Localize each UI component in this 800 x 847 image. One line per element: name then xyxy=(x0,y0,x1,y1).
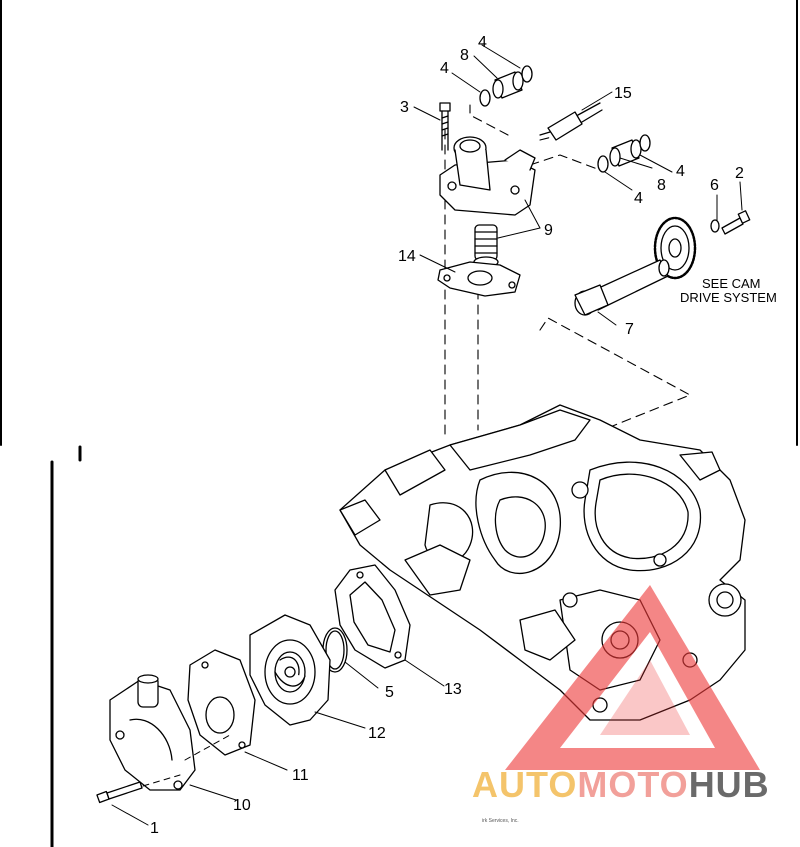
thermostat-gasket xyxy=(437,261,521,297)
note-line-1: SEE CAM xyxy=(702,276,761,291)
callout-2: 2 xyxy=(735,165,744,182)
callout-4-upper: 4 xyxy=(440,60,449,77)
callout-9: 9 xyxy=(544,222,553,239)
callout-14: 14 xyxy=(398,248,416,265)
watermark-triangle xyxy=(505,585,760,770)
fitting-lower xyxy=(597,134,651,173)
leader-lines xyxy=(111,44,743,826)
bolt-3 xyxy=(439,102,451,151)
callout-labels: 1 2 3 4 4 4 4 5 6 7 8 8 9 10 11 12 13 14… xyxy=(150,34,744,837)
callout-8-upper: 8 xyxy=(460,47,469,64)
pump-gasket xyxy=(334,564,411,669)
thermostat-housing xyxy=(439,136,536,216)
callout-1: 1 xyxy=(150,820,159,837)
bolt-2 xyxy=(721,210,751,235)
callout-11: 11 xyxy=(292,767,309,784)
watermark-moto: MOTO xyxy=(577,764,688,805)
impeller-housing xyxy=(249,614,331,726)
callout-10: 10 xyxy=(233,797,251,814)
callout-8-lower: 8 xyxy=(657,177,666,194)
copyright-credit: irk Services, Inc. xyxy=(482,818,519,824)
callout-12: 12 xyxy=(368,725,386,742)
watermark-logo: AUTOMOTOHUB xyxy=(472,585,770,805)
water-pump-cover xyxy=(109,674,196,791)
callout-6: 6 xyxy=(710,177,719,194)
cover-gasket xyxy=(187,649,256,756)
thermostat xyxy=(473,224,499,268)
bolt-guide-line xyxy=(142,734,231,787)
fitting-upper xyxy=(479,65,533,107)
callout-4-lower: 4 xyxy=(634,190,643,207)
callout-5: 5 xyxy=(385,684,394,701)
callout-15: 15 xyxy=(614,85,632,102)
callout-13: 13 xyxy=(444,681,462,698)
watermark-hub: HUB xyxy=(689,764,770,805)
cam-drive-note: SEE CAM DRIVE SYSTEM xyxy=(680,276,777,305)
watermark-text: AUTOMOTOHUB xyxy=(472,764,770,805)
temperature-sensor xyxy=(539,102,603,141)
callout-3: 3 xyxy=(400,99,409,116)
bolt-1 xyxy=(96,781,143,804)
callout-4-right: 4 xyxy=(676,163,685,180)
callout-7: 7 xyxy=(625,321,634,338)
washer-6 xyxy=(710,219,720,233)
watermark-auto: AUTO xyxy=(472,764,577,805)
callout-4-top: 4 xyxy=(478,34,487,51)
water-pump-shaft xyxy=(574,259,670,316)
note-line-2: DRIVE SYSTEM xyxy=(680,290,777,305)
